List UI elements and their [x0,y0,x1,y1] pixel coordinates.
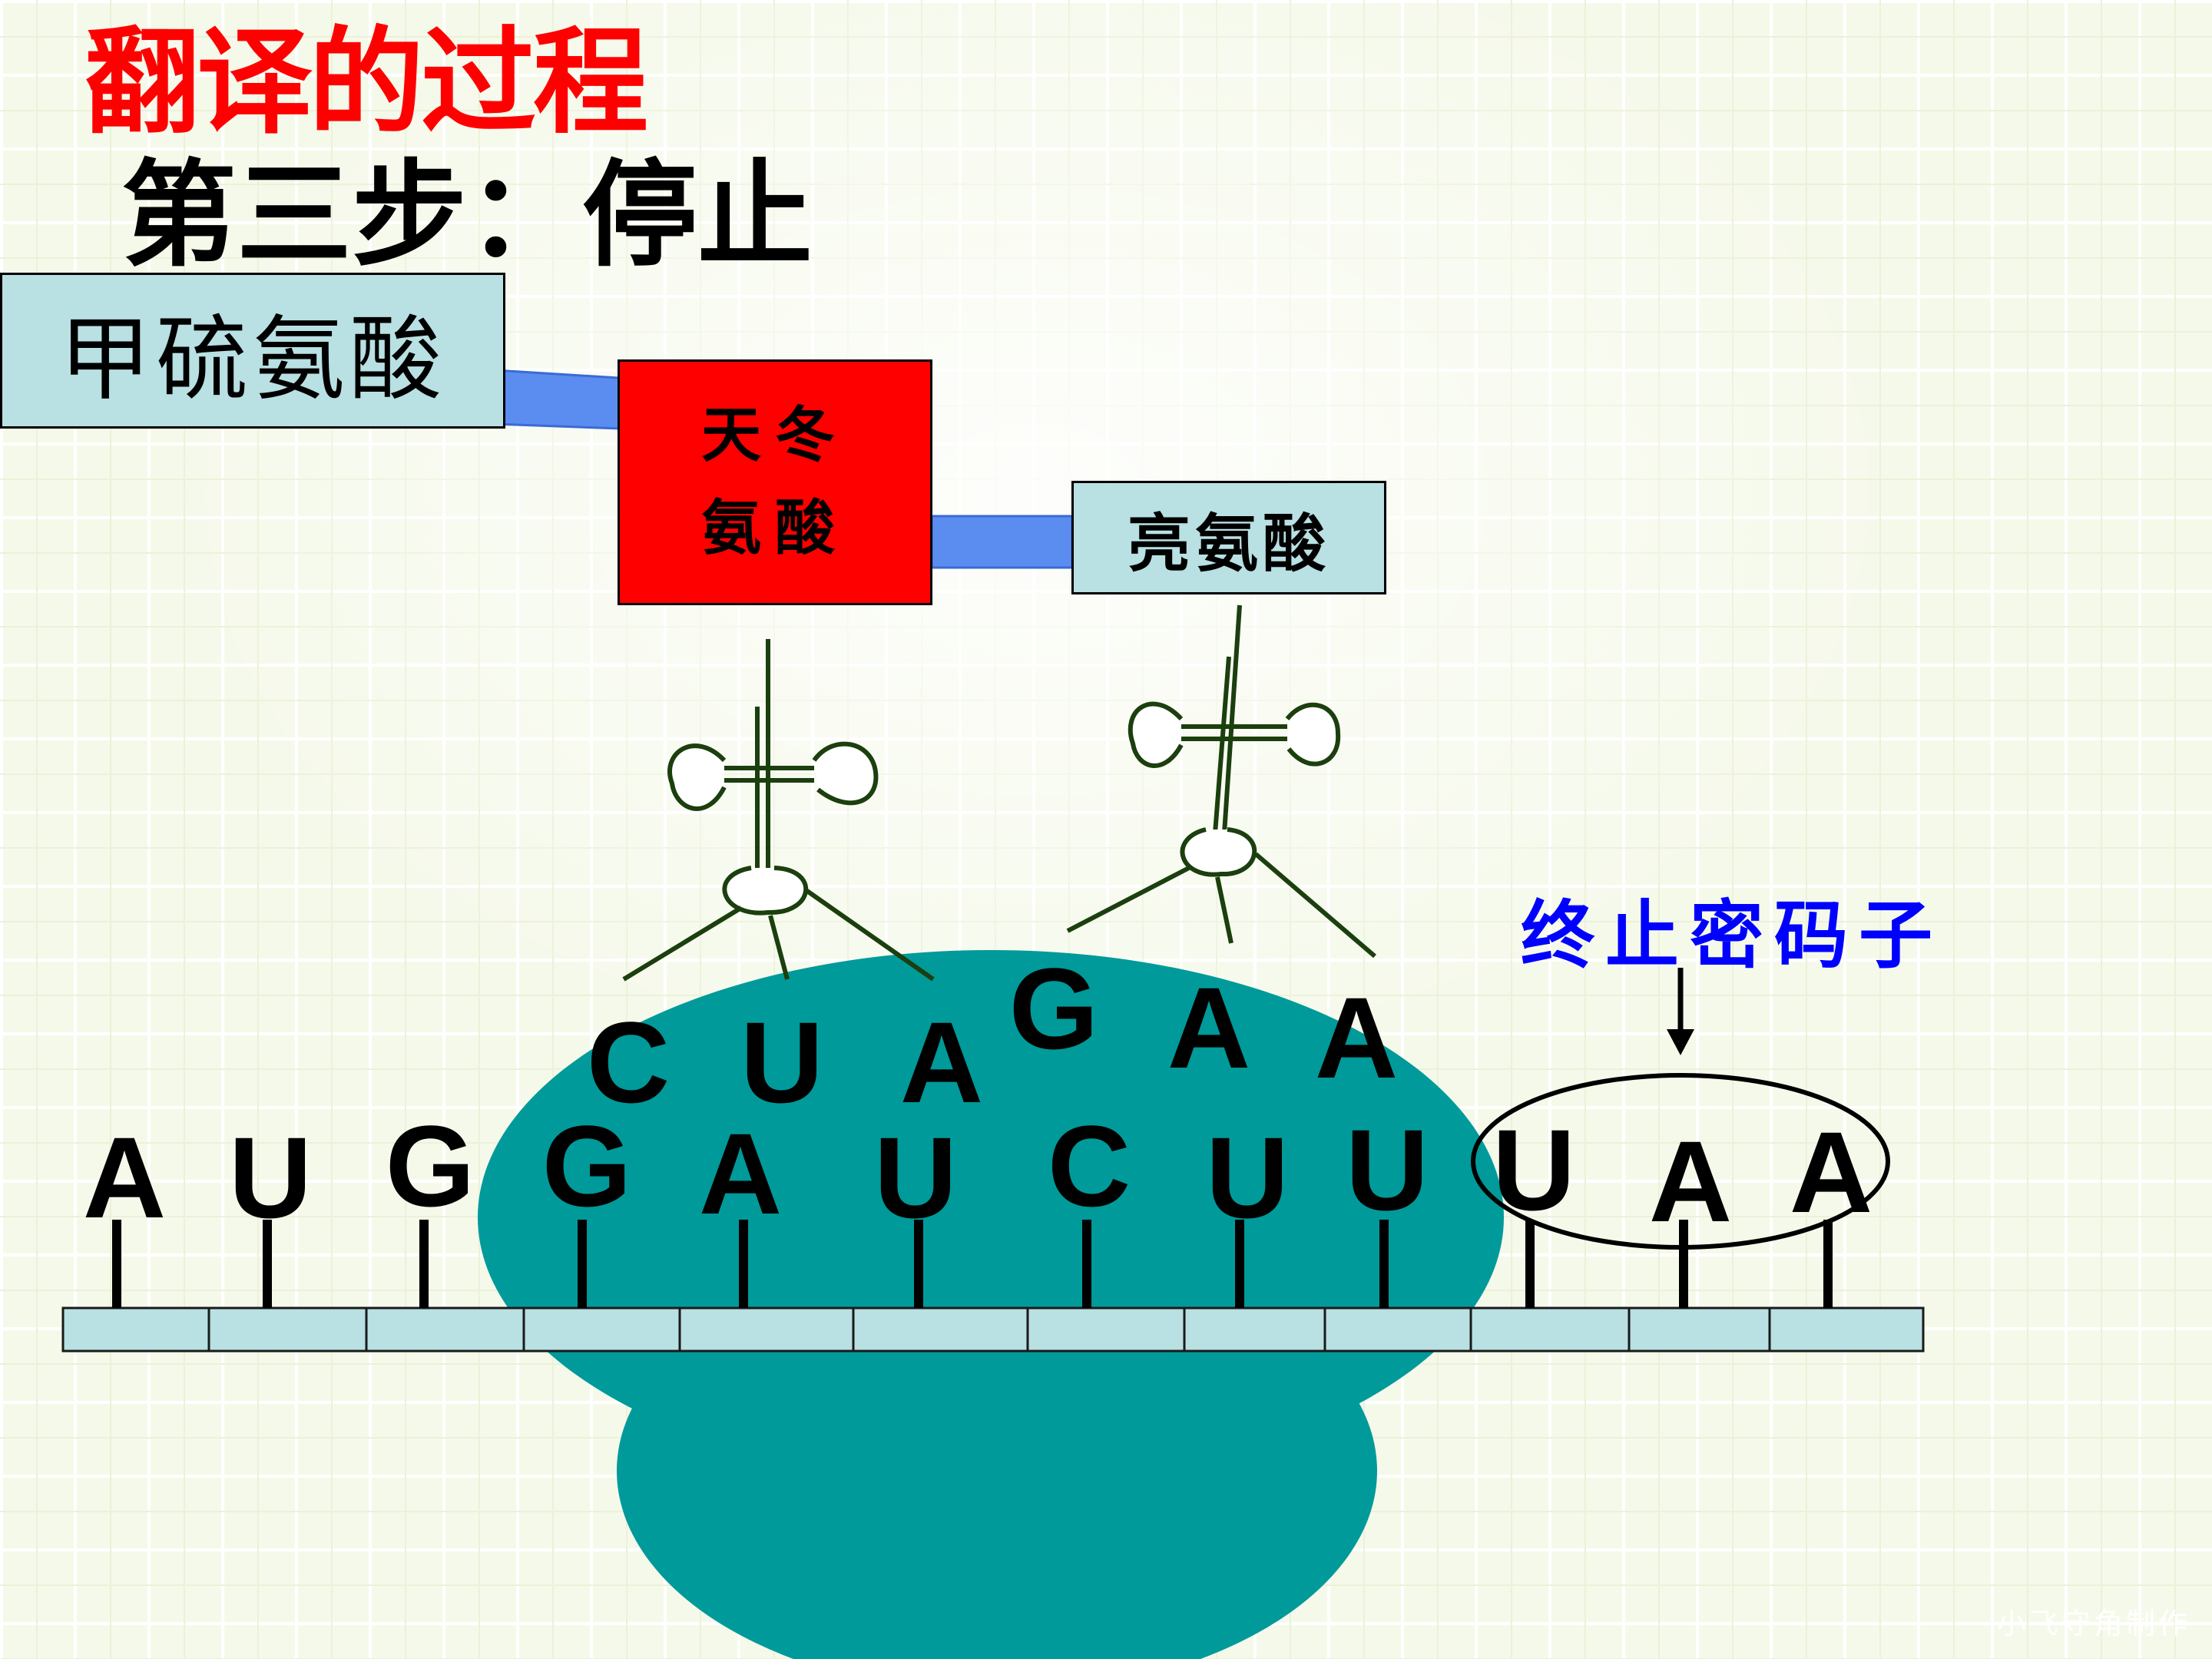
stop-codon-circle [1471,1073,1890,1250]
mrna-base-3: G [386,1101,475,1230]
mrna-base-9: U [1346,1105,1429,1234]
stop-codon-label: 终止密码子 [1521,892,1943,979]
anticodon-2-base-2: A [1167,963,1250,1092]
methionine-box: 甲硫氨酸 [0,273,505,429]
step-subtitle: 第三步：停止 [121,149,813,283]
trna-1 [622,639,935,982]
mrna-bases: A U G G A U C U U U A A [83,1101,1873,1246]
methionine-label: 甲硫氨酸 [59,306,446,413]
mrna-base-1: A [83,1113,166,1242]
mrna-base-11: A [1649,1117,1732,1246]
peptide-bond-1 [494,369,621,430]
peptide-bond-2 [930,515,1074,569]
aspartic-acid-label-line-2: 氨酸 [700,493,849,563]
anticodons: C U A G A A [587,944,1398,1127]
aspartic-acid-box: 天冬 氨酸 [618,359,932,605]
anticodon-1-base-2: U [740,998,823,1127]
trna-2 [1066,604,1376,959]
mrna-base-12: A [1790,1108,1873,1237]
aspartic-acid-label-line-1: 天冬 [700,400,849,471]
anticodon-2-base-3: A [1315,973,1398,1102]
page-title: 翻译的过程 [84,16,648,150]
mrna-base-8: U [1206,1113,1289,1242]
mrna-base-4: G [542,1101,632,1230]
base-stems [112,1220,1833,1308]
mrna-base-6: U [874,1113,957,1242]
mrna-base-10: U [1492,1105,1575,1234]
leucine-box: 亮氨酸 [1071,481,1386,594]
anticodon-1-base-1: C [587,998,670,1127]
arrow-down-icon [1667,968,1694,1055]
watermark: 小飞守角制作 [1996,1607,2190,1641]
mrna-base-5: A [699,1109,782,1238]
anticodon-2-base-1: G [1009,944,1099,1073]
anticodon-1-base-3: A [900,998,983,1127]
mrna-base-7: C [1048,1101,1131,1230]
leucine-label: 亮氨酸 [1127,506,1330,581]
mrna-strand [61,1306,1925,1353]
mrna-base-2: U [229,1113,312,1242]
